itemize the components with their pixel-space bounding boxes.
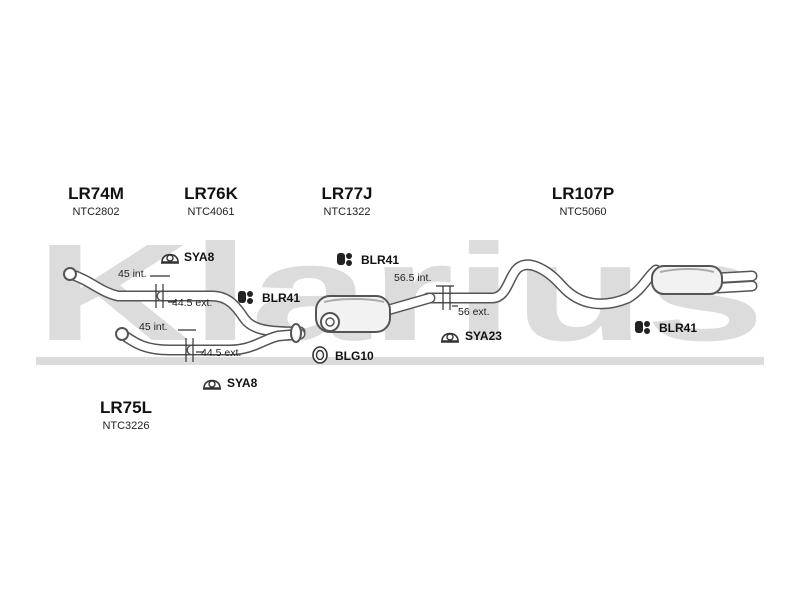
dimension-label: 56.5 int. xyxy=(394,272,432,284)
part-number-lr107p: NTC5060 xyxy=(559,206,607,218)
rear-silencer xyxy=(651,265,723,295)
section-code-lr74m: LR74M xyxy=(68,184,124,203)
centre-outlet-pipe xyxy=(382,292,436,316)
intermediate-pipe-upper xyxy=(156,290,306,338)
part-number-lr77j: NTC1322 xyxy=(323,206,371,218)
flange-icon xyxy=(63,267,77,281)
dimension-label: 56 ext. xyxy=(458,306,490,318)
fitting-label: SYA23 xyxy=(465,329,502,343)
dimension-label: 44.5 ext. xyxy=(201,347,242,359)
section-code-lr77j: LR77J xyxy=(321,184,373,203)
watermark-underline xyxy=(36,357,764,365)
dimension-label: 45 int. xyxy=(139,321,168,333)
gasket-ring-icon xyxy=(312,346,328,364)
dimension-label: 45 int. xyxy=(118,268,147,280)
flange-icon xyxy=(115,327,129,341)
intermediate-pipe-lower xyxy=(186,328,306,356)
fitting-label: BLG10 xyxy=(335,349,374,363)
dimension-label: 44.5 ext. xyxy=(172,297,213,309)
fitting-label: SYA8 xyxy=(227,376,258,390)
fitting-label: BLR41 xyxy=(361,253,400,267)
flange-icon xyxy=(290,323,302,343)
rubber-hanger-icon xyxy=(337,253,352,266)
exhaust-mount-icon xyxy=(441,332,459,343)
front-pipe-lower xyxy=(116,328,196,356)
section-code-lr76k: LR76K xyxy=(184,184,238,203)
centre-silencer xyxy=(315,295,391,333)
part-number-lr76k: NTC4061 xyxy=(187,206,235,218)
exhaust-mount-icon xyxy=(203,379,221,390)
rubber-hanger-icon xyxy=(238,291,253,304)
part-number-lr75l: NTC3226 xyxy=(102,420,150,432)
section-code-lr75l: LR75L xyxy=(100,398,152,417)
fitting-label: BLR41 xyxy=(262,291,301,305)
part-number-lr74m: NTC2802 xyxy=(72,206,120,218)
exhaust-mount-icon xyxy=(161,253,179,264)
rubber-hanger-icon xyxy=(635,321,650,334)
section-code-lr107p: LR107P xyxy=(551,184,615,203)
fitting-label: SYA8 xyxy=(184,250,215,264)
fitting-label: BLR41 xyxy=(659,321,698,335)
